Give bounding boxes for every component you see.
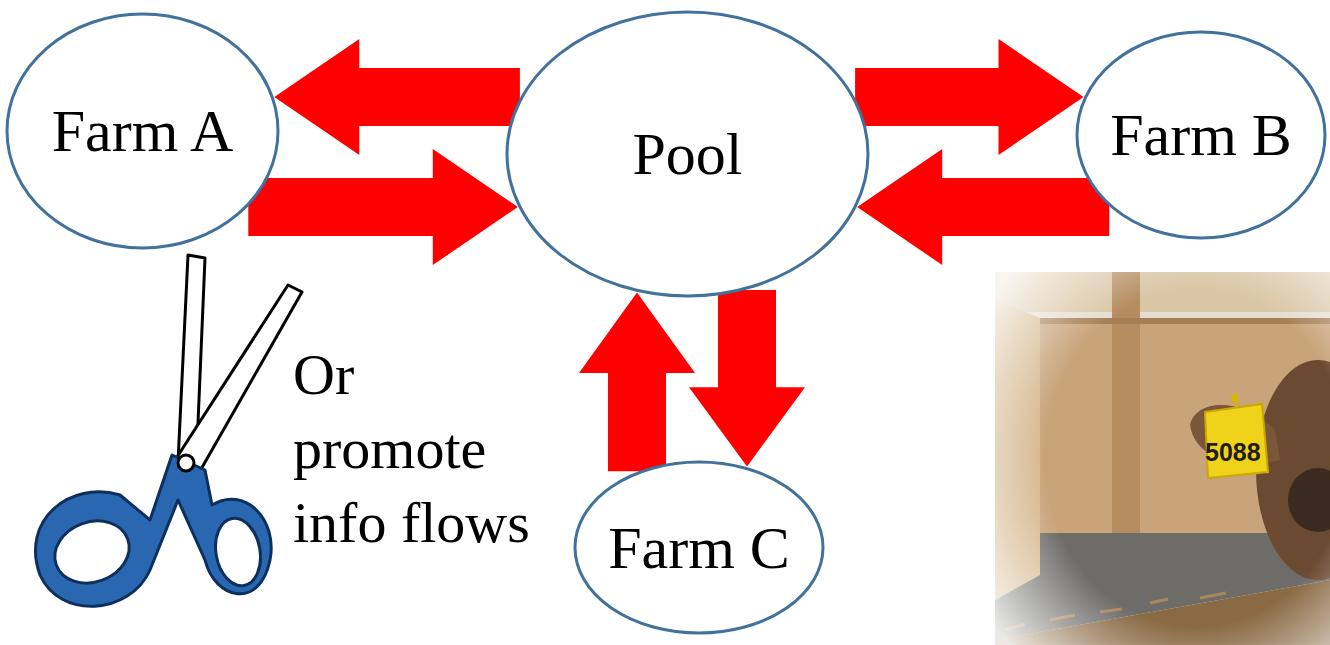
block-arrow [855,39,1083,155]
note-text: Or promote info flows [293,338,533,560]
scissors-icon [35,255,302,606]
node-ellipse: Pool [505,10,870,298]
node-label: Farm B [1110,102,1292,168]
ear-tag-number: 5088 [1205,440,1261,465]
node-ellipse: Farm B [1075,30,1327,240]
block-arrow [274,39,520,155]
block-arrow [579,292,695,471]
node-label: Farm A [52,98,234,164]
node-label: Pool [632,121,742,187]
block-arrow [248,149,518,265]
block-arrow [689,290,805,467]
calf-photo [995,272,1330,645]
block-arrow [857,149,1109,265]
node-label: Farm C [608,515,790,581]
node-ellipse: Farm C [573,460,825,635]
node-ellipse: Farm A [5,12,280,250]
